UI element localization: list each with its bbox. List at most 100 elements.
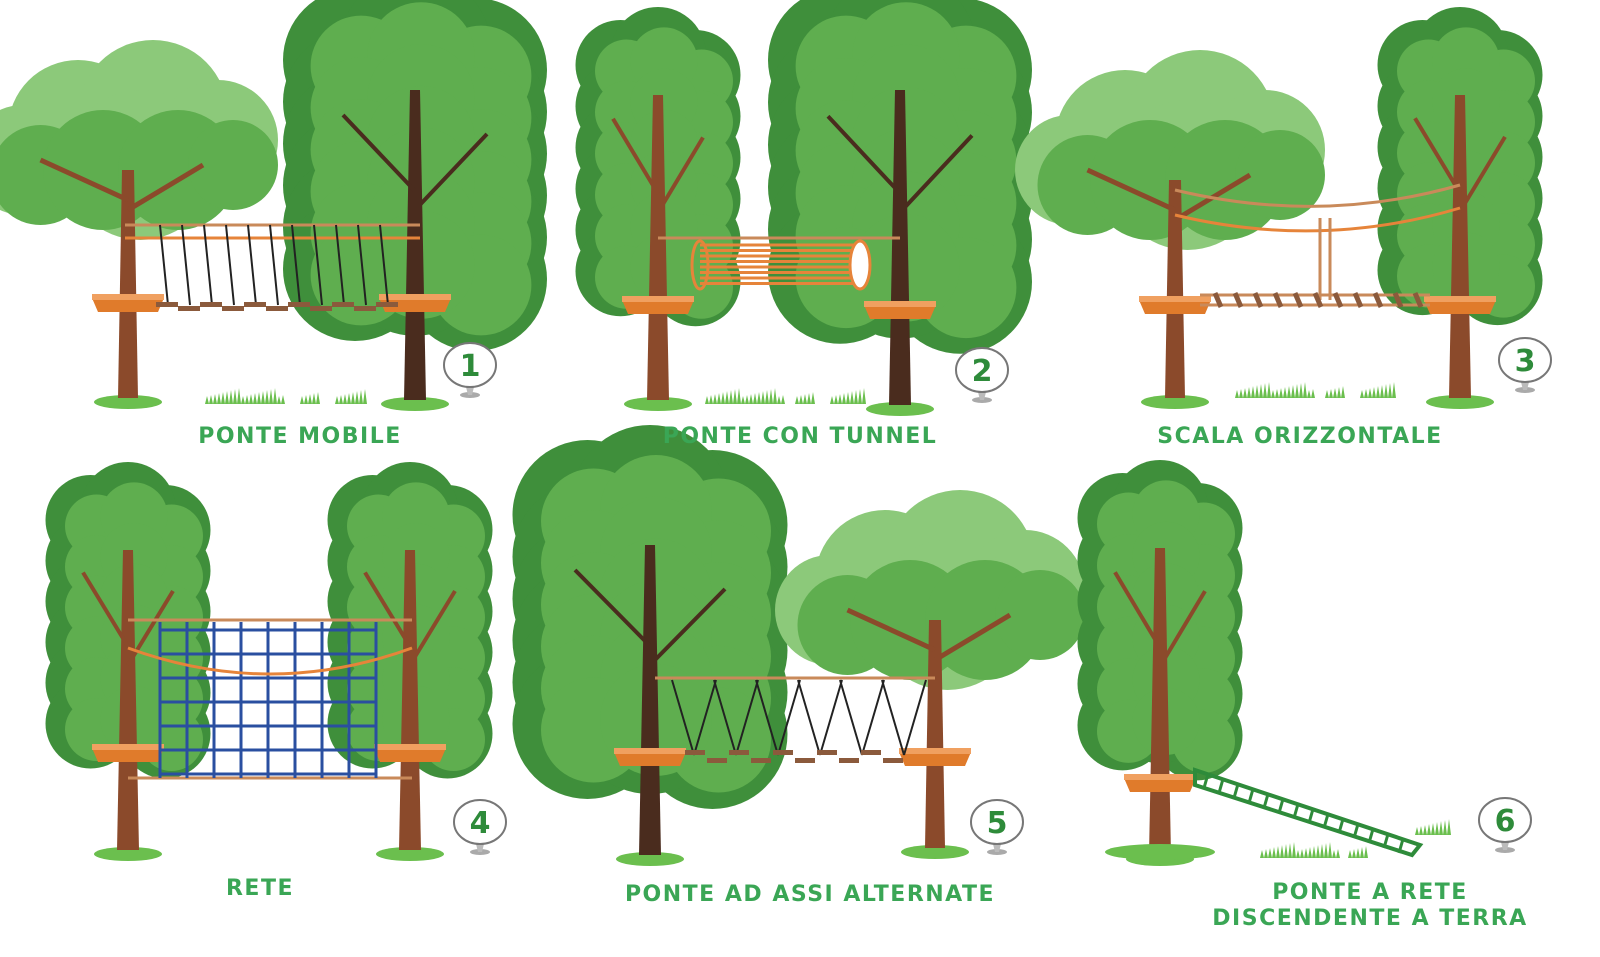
hanging-rope (269, 224, 279, 306)
hanging-rope (225, 224, 235, 306)
ramp-rung (1292, 803, 1300, 819)
platform-right (899, 752, 971, 766)
ladder-rung (1232, 292, 1244, 308)
ladder-rung (1412, 292, 1424, 308)
hanging-rope (291, 224, 301, 306)
station-marker-3: 3 (1498, 337, 1552, 393)
grass (1415, 819, 1451, 835)
grass (705, 388, 785, 404)
caption-station-4: RETE (225, 876, 294, 901)
grass (300, 392, 320, 404)
branch (826, 114, 902, 195)
ramp-rung (1397, 838, 1405, 854)
tunnel-ring-right (848, 239, 872, 291)
branch (573, 568, 652, 648)
ground-shadow (624, 397, 692, 411)
ground-shadow (1141, 395, 1209, 409)
tree-left (575, 7, 741, 411)
station-6-art: 6 (1077, 460, 1532, 866)
marker-disc (1498, 337, 1552, 383)
trunk (404, 90, 426, 400)
caption-station-2: PONTE CON TUNNEL (662, 424, 938, 449)
platform-left (1139, 300, 1211, 314)
plank (156, 302, 178, 307)
ladder-rung (1332, 292, 1344, 308)
grass (1235, 382, 1315, 398)
branch (126, 589, 175, 667)
tree-right (327, 462, 493, 861)
plank (222, 306, 244, 311)
diagonal-rope (755, 679, 779, 756)
ground-shadow (381, 397, 449, 411)
ground-patch (1105, 844, 1215, 860)
tunnel-ring-left (690, 239, 710, 291)
top-rope (1174, 183, 1461, 208)
ground-shadow (866, 402, 934, 416)
platform-right (864, 305, 936, 319)
branch (933, 612, 1012, 663)
plank (795, 758, 815, 763)
ramp-rung (1322, 813, 1330, 829)
plank (178, 306, 200, 311)
hanging-rope (335, 224, 345, 306)
marker-disc (453, 799, 507, 845)
ladder-rung (1312, 292, 1324, 308)
platform-left-top (92, 294, 164, 300)
ground-shadow (376, 847, 444, 861)
marker-disc (955, 347, 1009, 393)
marker-disc (970, 799, 1024, 845)
ramp-rung (1247, 788, 1255, 804)
hanging-rope (379, 224, 389, 306)
caption-station-3: SCALA ORIZZONTALE (1157, 424, 1443, 449)
station-1-art: 1 (0, 0, 547, 411)
plank (310, 306, 332, 311)
marker-number: 1 (460, 349, 481, 384)
plank (685, 750, 705, 755)
ramp-rung (1382, 833, 1390, 849)
branch (1113, 571, 1162, 649)
ground-shadow (1426, 395, 1494, 409)
trunk (639, 545, 661, 855)
branch (81, 571, 130, 648)
platform-right-top (374, 744, 446, 750)
ramp-rung (1352, 823, 1360, 839)
diagonal-rope (839, 679, 863, 756)
platform-right-top (864, 301, 936, 307)
ramp-rung (1262, 793, 1270, 809)
platform-right (379, 298, 451, 312)
branch (363, 571, 412, 648)
marker-disc (443, 342, 497, 388)
branch (898, 134, 974, 214)
branch (648, 587, 727, 667)
diagonal-rope (881, 679, 905, 756)
plank (200, 302, 222, 307)
plank (883, 758, 903, 763)
ramp-rung (1232, 783, 1240, 799)
branch (126, 162, 205, 213)
tree-right (775, 490, 1085, 859)
station-2-art: 2 (575, 0, 1032, 416)
platform-left (614, 752, 686, 766)
ladder-rung (1352, 292, 1364, 308)
station-4-art: 4 (45, 462, 507, 861)
plank (332, 302, 354, 307)
plank (773, 750, 793, 755)
plank (244, 302, 266, 307)
plank (376, 302, 398, 307)
tree-right (768, 0, 1032, 416)
diagonal-rope (861, 679, 885, 756)
trunk (118, 170, 138, 398)
branch (1158, 590, 1207, 668)
ladder-rung (1392, 292, 1404, 308)
marker-number: 2 (972, 354, 993, 389)
ramp-rung (1367, 828, 1375, 844)
grass (1325, 386, 1345, 398)
plank (861, 750, 881, 755)
plank (288, 302, 310, 307)
platform-right-top (379, 294, 451, 300)
caption-station-6: PONTE A RETE DISCENDENTE A TERRA (1212, 880, 1528, 931)
platform-right (1424, 300, 1496, 314)
platform (1124, 778, 1196, 792)
station-marker-6: 6 (1478, 797, 1532, 853)
